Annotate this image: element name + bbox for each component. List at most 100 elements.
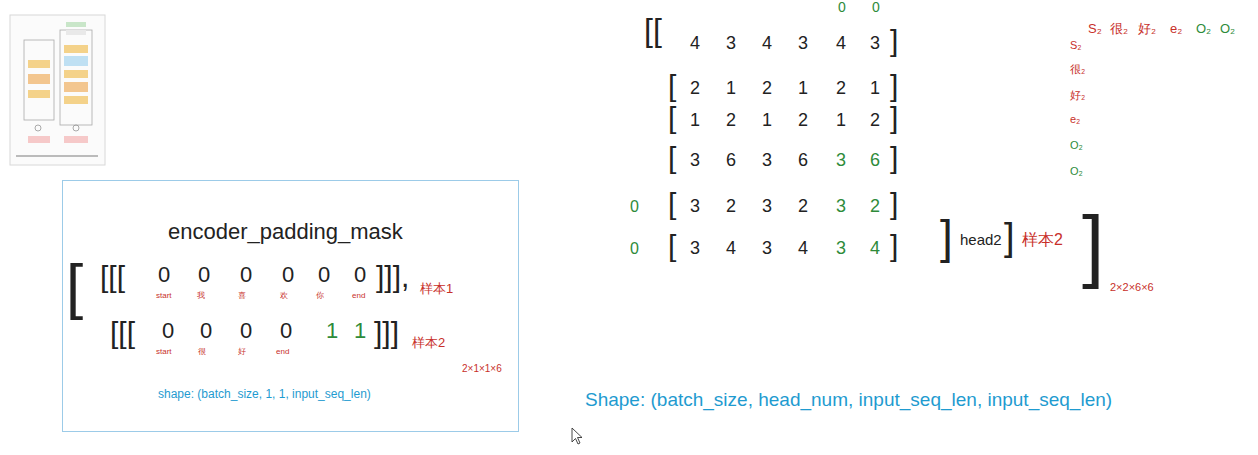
matrix-text: 0 — [282, 264, 294, 286]
matrix-text: 好₂ — [1138, 22, 1156, 35]
bracket-mark: ] — [890, 231, 898, 261]
bracket-mark: [[ — [644, 14, 662, 46]
matrix-text: 1 — [354, 320, 366, 342]
bracket-mark: ] — [890, 189, 898, 219]
bracket-mark: [[[ — [110, 318, 135, 348]
matrix-text: O₂ — [1196, 22, 1211, 35]
matrix-text: 2 — [762, 79, 772, 97]
matrix-text: Shape: (batch_size, head_num, input_seq_… — [585, 390, 1112, 409]
matrix-text: 6 — [870, 151, 880, 169]
matrix-text: 0 — [872, 0, 880, 14]
matrix-text: 3 — [690, 197, 700, 215]
bracket-mark: ] — [890, 71, 898, 101]
transformer-thumbnail — [10, 15, 105, 165]
matrix-text: 3 — [798, 34, 808, 52]
matrix-text: 0 — [240, 264, 252, 286]
matrix-text: shape: (batch_size, 1, 1, input_seq_len) — [158, 388, 371, 400]
token-note: start — [156, 348, 172, 356]
matrix-text: 4 — [726, 239, 736, 257]
token-note: 好 — [238, 348, 246, 356]
matrix-text: 0 — [200, 320, 212, 342]
token-note: start — [156, 292, 172, 300]
bracket-mark: [ — [668, 71, 676, 101]
matrix-text: 4 — [762, 34, 772, 52]
matrix-text: 很₂ — [1110, 22, 1128, 35]
matrix-text: 0 — [240, 320, 252, 342]
bracket-mark: ] — [1082, 205, 1104, 285]
matrix-text: 样本2 — [1022, 232, 1063, 248]
bracket-mark: [ — [668, 143, 676, 173]
matrix-text: 2 — [726, 197, 736, 215]
matrix-text: 0 — [162, 320, 174, 342]
bracket-mark: ] — [890, 103, 898, 133]
matrix-text: O₂ — [1070, 166, 1083, 177]
bracket-mark: ] — [890, 26, 898, 56]
panel-title: encoder_padding_mask — [168, 221, 403, 243]
matrix-text: S₂ — [1088, 22, 1102, 35]
bracket-mark: [ — [668, 103, 676, 133]
matrix-text: 4 — [870, 239, 880, 257]
bracket-mark: [ — [668, 231, 676, 261]
matrix-text: 2 — [798, 111, 808, 129]
matrix-text: 3 — [726, 34, 736, 52]
token-note: 很 — [198, 348, 206, 356]
matrix-text: 3 — [836, 239, 846, 257]
matrix-text: 6 — [726, 151, 736, 169]
matrix-text: O₂ — [1220, 22, 1235, 35]
token-note: 你 — [316, 292, 324, 300]
bracket-mark: [ — [668, 189, 676, 219]
matrix-text: 0 — [354, 264, 366, 286]
matrix-text: 4 — [690, 34, 700, 52]
matrix-text: 2 — [798, 197, 808, 215]
matrix-text: 0 — [198, 264, 210, 286]
matrix-text: 0 — [318, 264, 330, 286]
matrix-text: 2 — [690, 79, 700, 97]
matrix-text: 很₂ — [1070, 64, 1085, 75]
matrix-text: e₂ — [1170, 22, 1182, 35]
matrix-text: 1 — [836, 111, 846, 129]
matrix-text: 好₂ — [1070, 90, 1085, 101]
matrix-text: O₂ — [1070, 140, 1083, 151]
matrix-text: 1 — [726, 79, 736, 97]
token-note: 欢 — [280, 292, 288, 300]
bracket-mark: ] — [1004, 218, 1015, 256]
bracket-mark: ] — [890, 143, 898, 173]
matrix-text: 4 — [836, 34, 846, 52]
bracket-mark: ]]], — [376, 262, 409, 292]
token-note: end — [276, 348, 289, 356]
matrix-text: 2×1×1×6 — [462, 364, 502, 374]
matrix-text: 2 — [836, 79, 846, 97]
bracket-mark: ]]] — [374, 318, 399, 348]
matrix-text: 1 — [798, 79, 808, 97]
bracket-mark: [[[ — [100, 262, 125, 292]
matrix-text: 3 — [762, 197, 772, 215]
matrix-text: 1 — [870, 79, 880, 97]
matrix-text: 4 — [798, 239, 808, 257]
matrix-text: 0 — [280, 320, 292, 342]
matrix-text: 0 — [630, 199, 639, 215]
matrix-text: 2 — [870, 111, 880, 129]
matrix-text: 3 — [836, 151, 846, 169]
token-note: end — [352, 292, 365, 300]
bracket-mark: ] — [940, 214, 953, 260]
matrix-text: head2 — [960, 232, 1002, 247]
matrix-text: 0 — [158, 264, 170, 286]
matrix-text: 3 — [690, 151, 700, 169]
matrix-text: 3 — [690, 239, 700, 257]
matrix-text: 3 — [762, 151, 772, 169]
matrix-text: 3 — [870, 34, 880, 52]
matrix-text: 2 — [870, 197, 880, 215]
matrix-text: 2×2×6×6 — [1110, 282, 1154, 293]
matrix-text: 1 — [762, 111, 772, 129]
matrix-text: S₂ — [1070, 40, 1082, 51]
matrix-text: 2 — [726, 111, 736, 129]
matrix-text: 6 — [798, 151, 808, 169]
mouse-cursor — [572, 428, 582, 444]
token-note: 我 — [197, 292, 205, 300]
token-note: 喜 — [238, 292, 246, 300]
matrix-text: 3 — [836, 197, 846, 215]
bracket-mark: [ — [66, 255, 83, 317]
matrix-text: 0 — [838, 0, 846, 14]
matrix-text: 样本2 — [412, 336, 445, 349]
matrix-text: 0 — [630, 241, 639, 257]
